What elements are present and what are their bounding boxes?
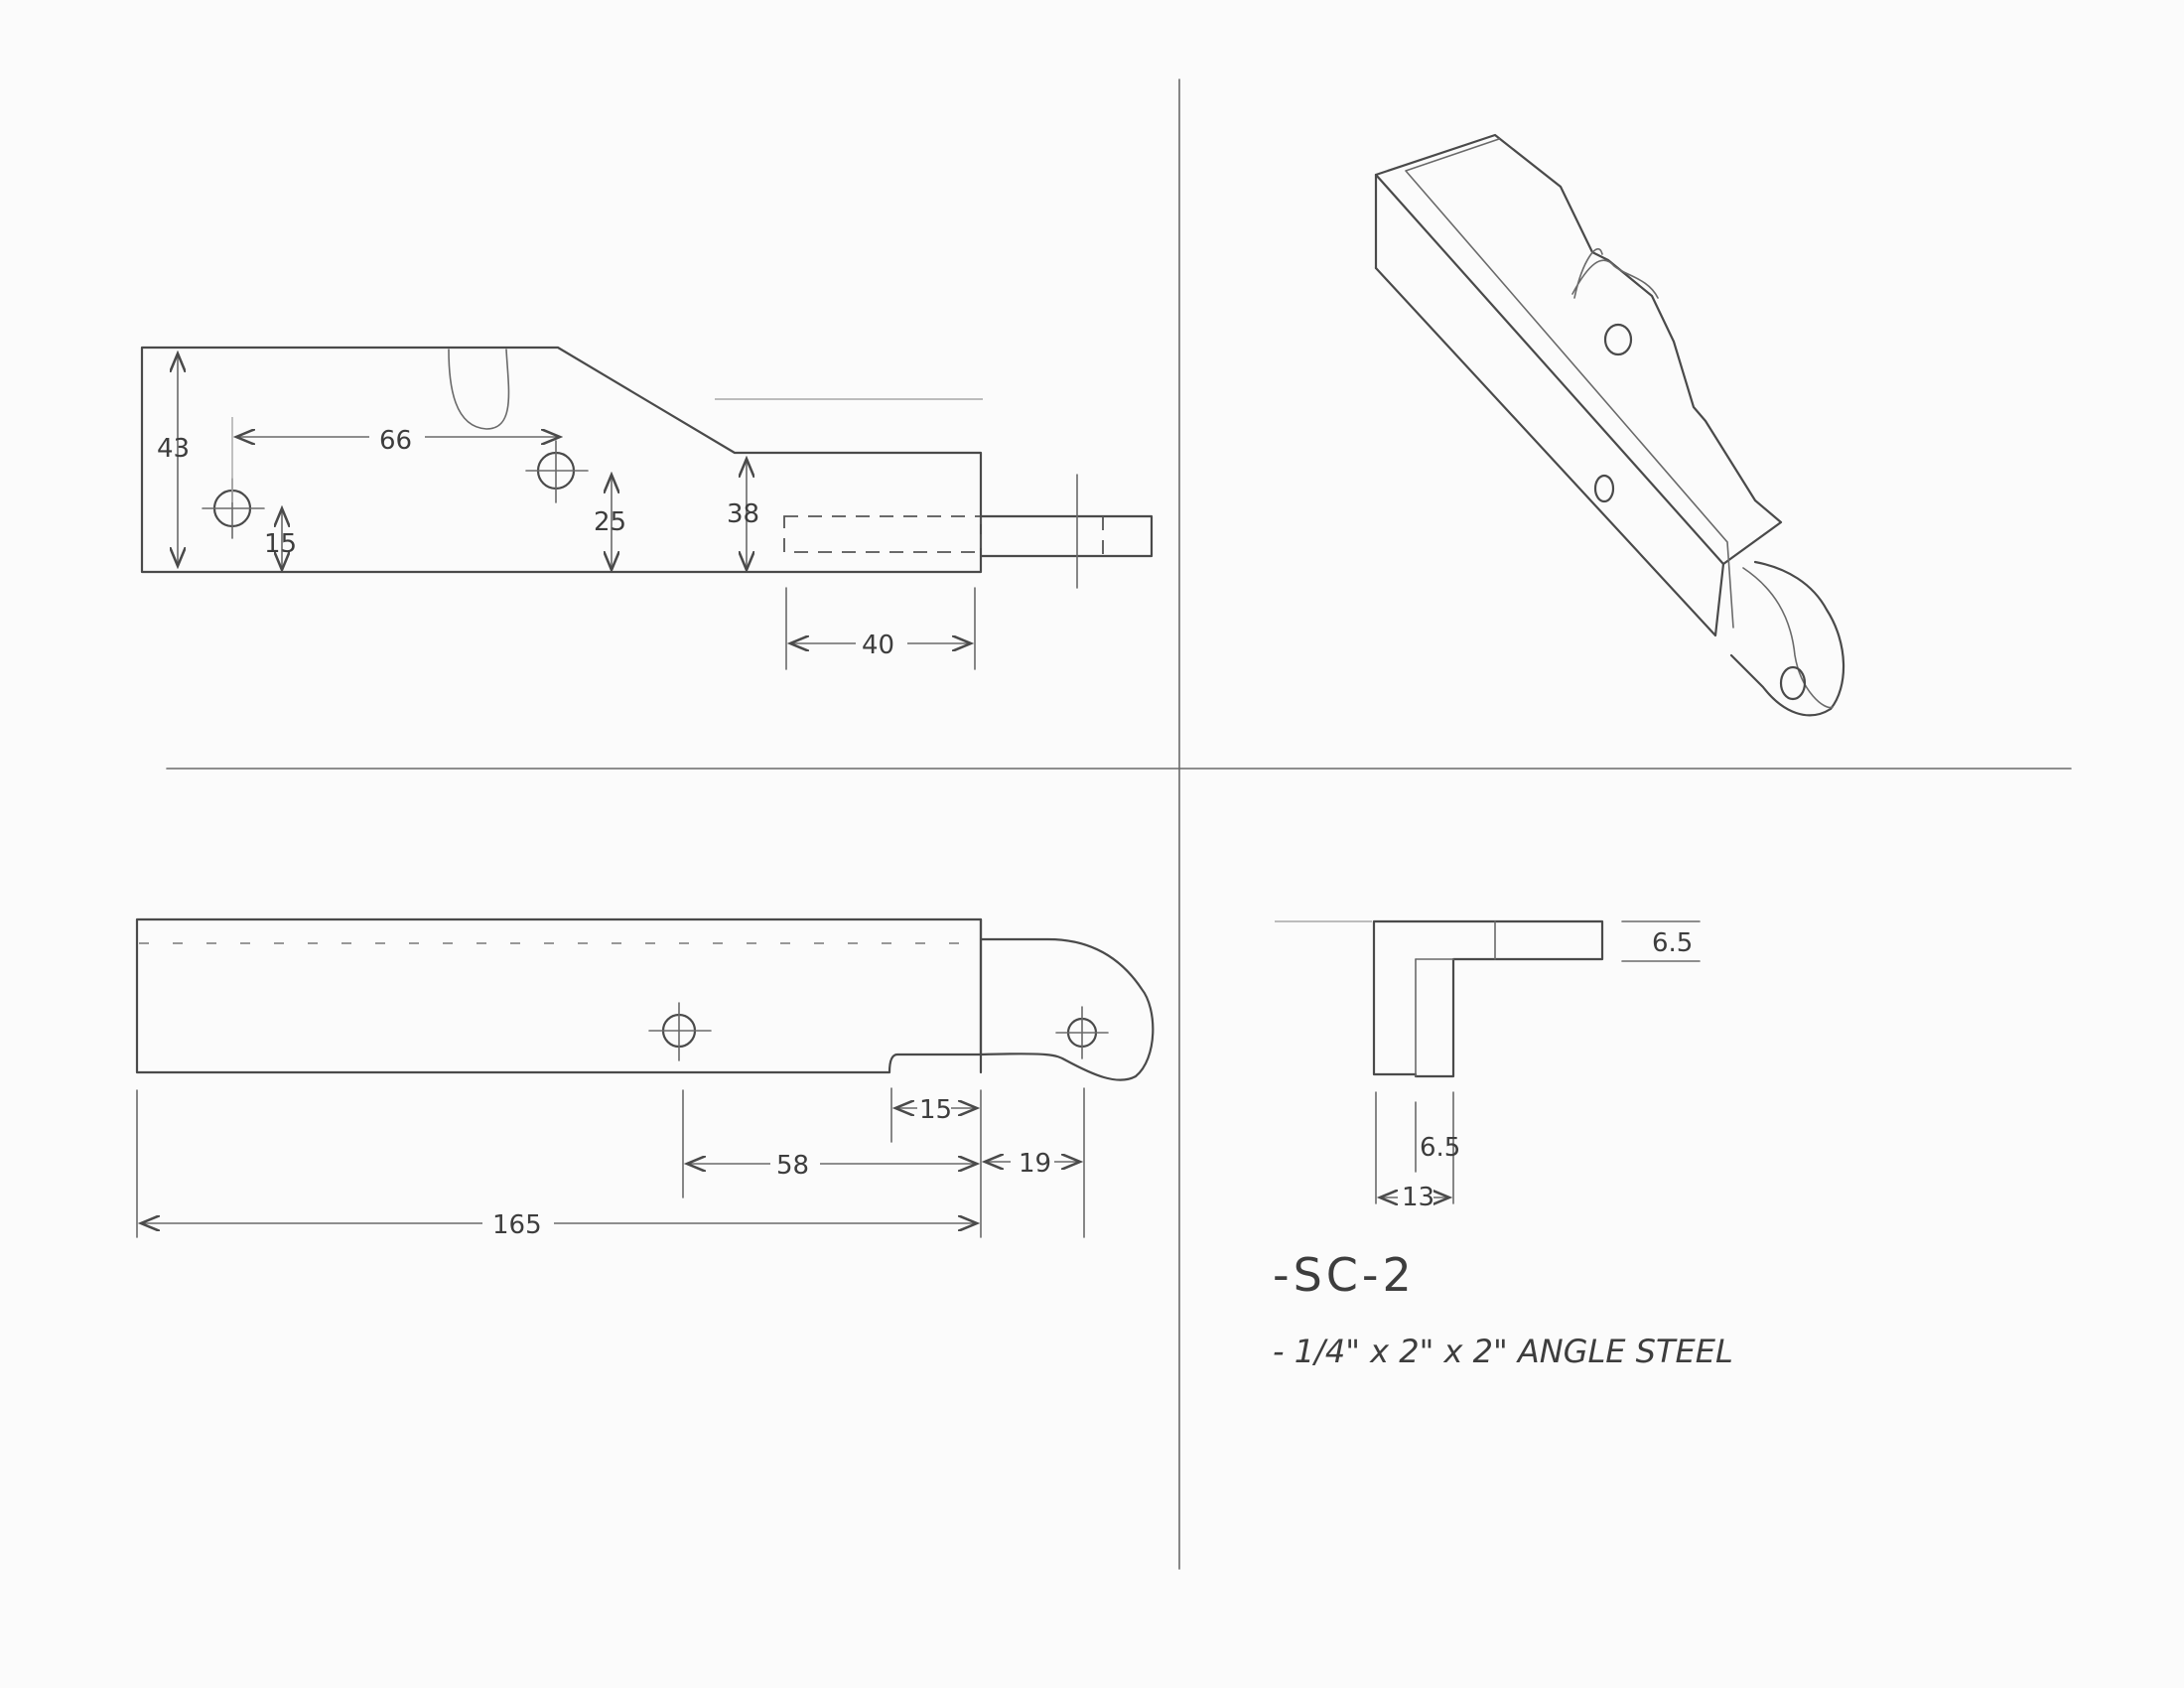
- iso-front-face: [1374, 266, 1725, 637]
- dim-height: 43: [157, 434, 190, 464]
- side-view-notch: [448, 349, 510, 430]
- dim-hole-right-height: 25: [594, 507, 626, 537]
- dim-hole-to-end: 58: [776, 1151, 809, 1181]
- iso-hole-tab: [1779, 665, 1807, 701]
- hidden-slot: [783, 515, 982, 553]
- iso-hole-1: [1603, 323, 1633, 356]
- bottom-tab-outline: [979, 937, 1155, 1081]
- isometric-view: [1374, 133, 1845, 717]
- dim-hole-spacing: 66: [379, 426, 412, 456]
- dim-notch: 15: [919, 1095, 952, 1125]
- dim-thickness-side: 6.5: [1420, 1133, 1460, 1163]
- hole-left: [202, 478, 265, 539]
- iso-notch: [1571, 247, 1659, 299]
- iso-tab-thickness: [1742, 567, 1834, 709]
- side-view: 43 66 15 25 38 40: [140, 346, 1154, 670]
- part-number: -SC-2: [1273, 1248, 1416, 1302]
- dim-tab: 19: [1019, 1149, 1051, 1179]
- tongue-outline: [979, 514, 1154, 558]
- section-view: 6.5 6.5 13: [1275, 919, 1701, 1212]
- dim-slot-length: 40: [862, 631, 894, 660]
- iso-hole-2: [1593, 474, 1615, 503]
- bottom-view-outline: [135, 917, 983, 1074]
- dim-tongue-height: 38: [727, 499, 759, 529]
- bottom-hole-1: [648, 1002, 712, 1061]
- bottom-hole-tab: [1055, 1006, 1109, 1059]
- material-spec: - 1/4" x 2" x 2" ANGLE STEEL: [1273, 1333, 1733, 1370]
- iso-inner-edge: [1405, 138, 1734, 629]
- dim-leg-width: 13: [1402, 1183, 1434, 1212]
- hole-right: [525, 440, 589, 503]
- dim-thickness-top: 6.5: [1652, 928, 1693, 958]
- dim-hole-left-height: 15: [264, 529, 297, 559]
- angle-section-outline: [1372, 919, 1604, 1078]
- side-view-outline: [140, 346, 983, 574]
- bottom-view: 15 58 19 165: [135, 917, 1155, 1240]
- dim-total-length: 165: [492, 1210, 542, 1240]
- iso-top-face: [1374, 133, 1783, 566]
- iso-tab: [1729, 560, 1845, 717]
